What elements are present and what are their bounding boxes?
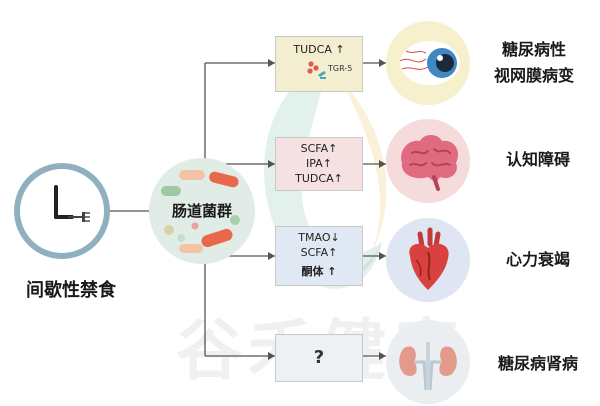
- eye-icon: [399, 41, 460, 85]
- kidney-organ-circle: [386, 320, 470, 404]
- receptor-icon: [307, 61, 326, 79]
- mechanism-line: SCFA↑: [300, 142, 338, 155]
- outcome-cognitive-impairment: 认知障碍: [505, 150, 570, 169]
- mechanism-box-3: TMAO↓ SCFA↑ 酮体 ↑: [275, 226, 363, 286]
- mechanism-line: SCFA↑: [300, 246, 338, 259]
- kidney-icon: [399, 342, 457, 391]
- mechanism-line: IPA↑: [306, 157, 332, 170]
- outcome-diabetic-retinopathy-line2: 视网膜病变: [493, 66, 574, 85]
- outcome-heart-failure: 心力衰竭: [505, 250, 570, 269]
- brain-organ-circle: [386, 119, 470, 203]
- tgr5-label: TGR-5: [328, 64, 353, 73]
- gut-microbiota-circle: [149, 158, 255, 264]
- brain-icon: [401, 135, 459, 191]
- mechanism-line: 酮体 ↑: [301, 265, 337, 278]
- mechanism-box-4: ?: [275, 334, 363, 382]
- mechanism-line: TMAO↓: [298, 231, 340, 244]
- mechanism-line: TUDCA↑: [295, 172, 343, 185]
- gut-microbiota-label: 肠道菌群: [171, 202, 232, 220]
- outcome-diabetic-retinopathy-line1: 糖尿病性: [501, 40, 566, 59]
- bacteria-icon: [161, 170, 240, 253]
- intermittent-fasting-label: 间歇性禁食: [26, 280, 116, 301]
- mechanism-box-2: SCFA↑ IPA↑ TUDCA↑: [275, 137, 363, 191]
- fasting-clock: [14, 163, 110, 259]
- mechanism-box-1: TUDCA ↑ TGR-5: [275, 36, 363, 92]
- outcome-diabetic-nephropathy: 糖尿病肾病: [497, 354, 578, 373]
- unknown-mechanism: ?: [313, 347, 325, 368]
- mechanism-line: TUDCA ↑: [293, 43, 345, 56]
- eye-organ-circle: [386, 21, 470, 105]
- clock-fork-icon: [54, 185, 90, 222]
- heart-organ-circle: [386, 218, 470, 302]
- heart-icon: [409, 227, 449, 290]
